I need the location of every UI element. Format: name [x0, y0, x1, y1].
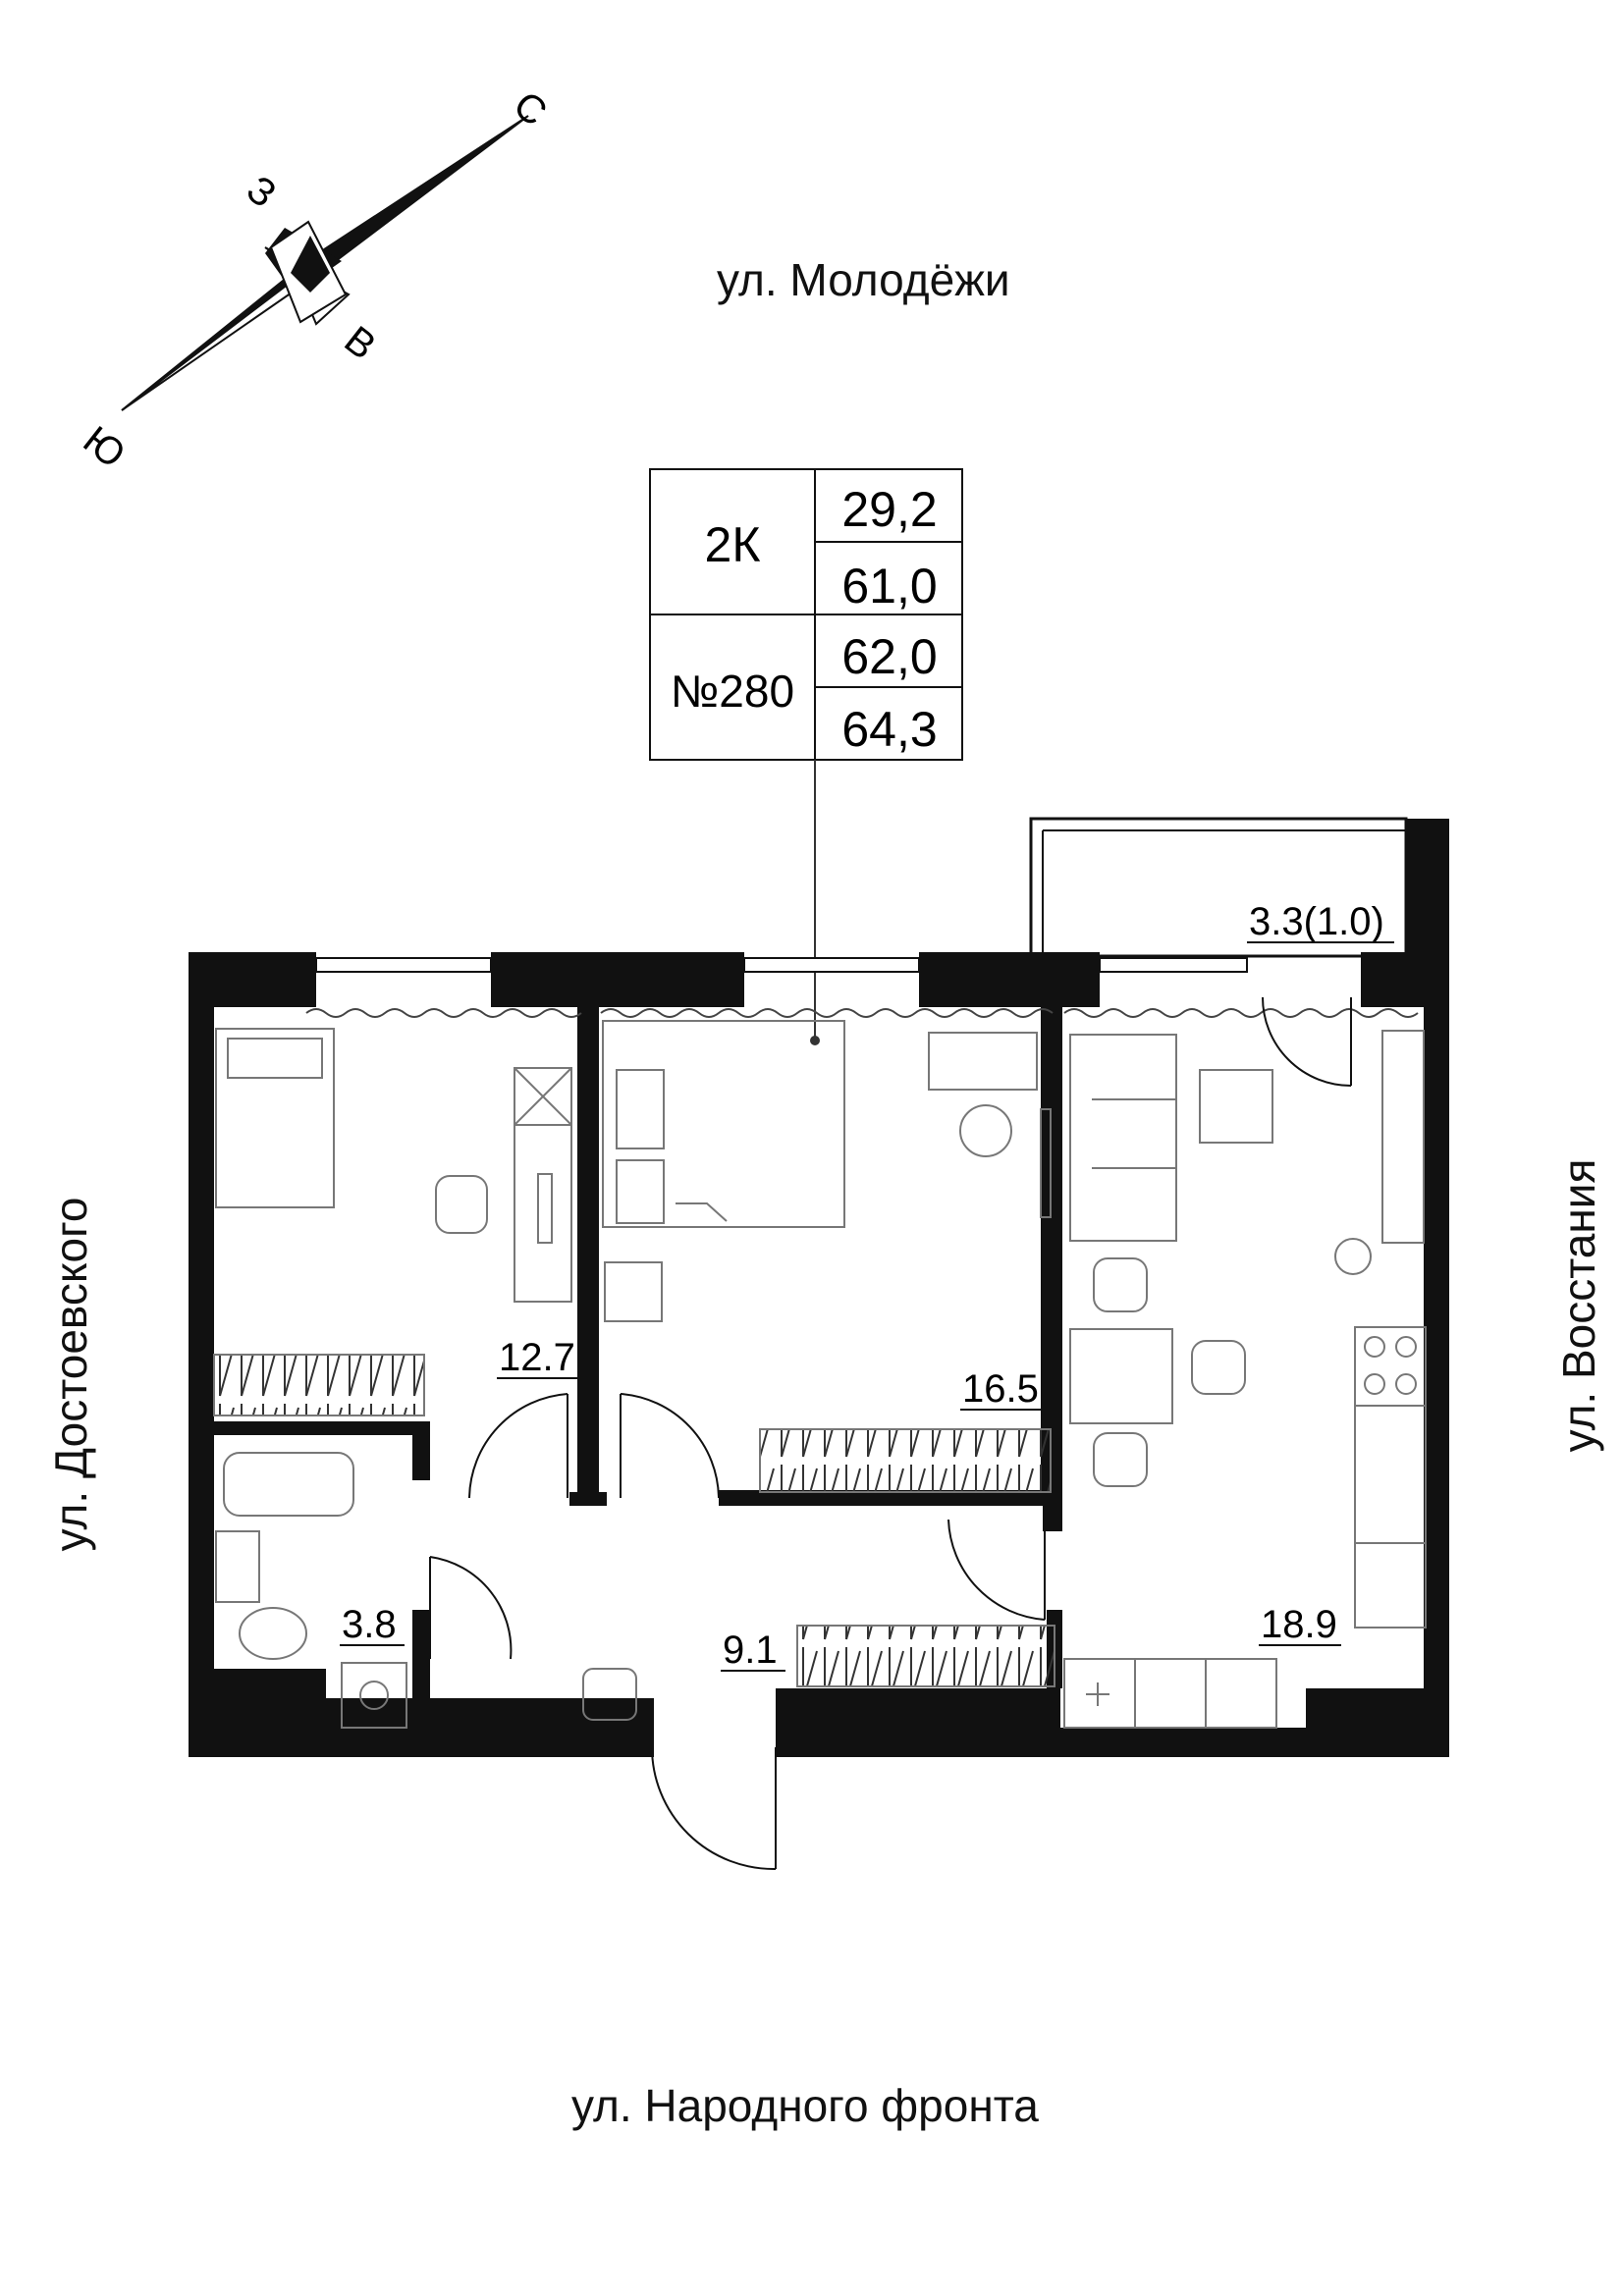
sink: [1354, 1542, 1427, 1629]
washbasin: [215, 1530, 260, 1603]
bathroom-fixtures: [215, 1452, 407, 1729]
compass-west-label: З: [239, 168, 284, 217]
shower-drain: [341, 1662, 407, 1729]
toilet: [239, 1607, 307, 1660]
apartment-number-label: №280: [671, 666, 794, 717]
plant: [1334, 1238, 1372, 1275]
street-bottom-label: ул. Народного фронта: [571, 2080, 1039, 2131]
room-count-label: 2К: [705, 517, 761, 572]
area-bathroom: 3.8: [342, 1603, 397, 1646]
wardrobe: [759, 1428, 1052, 1493]
sofa: [1069, 1034, 1177, 1242]
area-hall: 9.1: [723, 1629, 778, 1672]
apartment-info-box: 2К №280 29,2 61,0 62,0 64,3: [649, 468, 963, 761]
chair: [1093, 1432, 1148, 1487]
large-bedroom-furniture: [602, 1020, 1052, 1493]
compass-east-label: В: [337, 318, 384, 368]
info-value-2: 61,0: [841, 559, 937, 614]
info-value-1: 29,2: [841, 482, 937, 537]
chair: [1093, 1257, 1148, 1312]
room-labels: 12.7 16.5 18.9 3.8 9.1 3.3(1.0): [340, 900, 1394, 1672]
info-value-3: 62,0: [841, 629, 937, 684]
street-top-label: ул. Молодёжи: [717, 254, 1010, 305]
desk: [514, 1124, 572, 1303]
chair: [1191, 1340, 1246, 1395]
area-large-bedroom: 16.5: [962, 1367, 1039, 1411]
coffee-table: [1199, 1069, 1273, 1144]
kitchen-counter: [1354, 1405, 1427, 1544]
kitchen-cabinets: [1063, 1658, 1277, 1729]
area-kitchen-living: 18.9: [1261, 1603, 1337, 1646]
small-bedroom-furniture: [213, 1028, 572, 1416]
stove: [1354, 1326, 1427, 1407]
tv-stand: [1381, 1030, 1425, 1244]
compass-south-label: Ю: [76, 418, 134, 477]
curtains: [305, 1008, 1419, 1018]
area-balcony: 3.3(1.0): [1249, 900, 1384, 943]
bathtub: [223, 1452, 354, 1517]
balcony: [1029, 817, 1449, 958]
walls: [189, 819, 1449, 1757]
single-bed: [215, 1028, 335, 1208]
round-stool: [959, 1104, 1012, 1157]
dresser: [928, 1032, 1038, 1091]
pouf: [582, 1668, 637, 1721]
info-pointer-dot: [810, 1036, 820, 1045]
nightstand: [604, 1261, 663, 1322]
double-bed: [602, 1020, 845, 1228]
wardrobe: [213, 1354, 425, 1416]
info-value-4: 64,3: [841, 702, 937, 757]
windows: [315, 957, 1248, 973]
hall-furniture: [582, 1625, 1055, 1721]
office-chair: [435, 1175, 488, 1234]
kitchen-living-furniture: [1063, 1030, 1427, 1729]
dining-table: [1069, 1328, 1173, 1424]
area-small-bedroom: 12.7: [499, 1336, 575, 1379]
doors: [429, 996, 1352, 1871]
compass-rose: С З В Ю: [76, 83, 555, 477]
wardrobe: [796, 1625, 1055, 1687]
